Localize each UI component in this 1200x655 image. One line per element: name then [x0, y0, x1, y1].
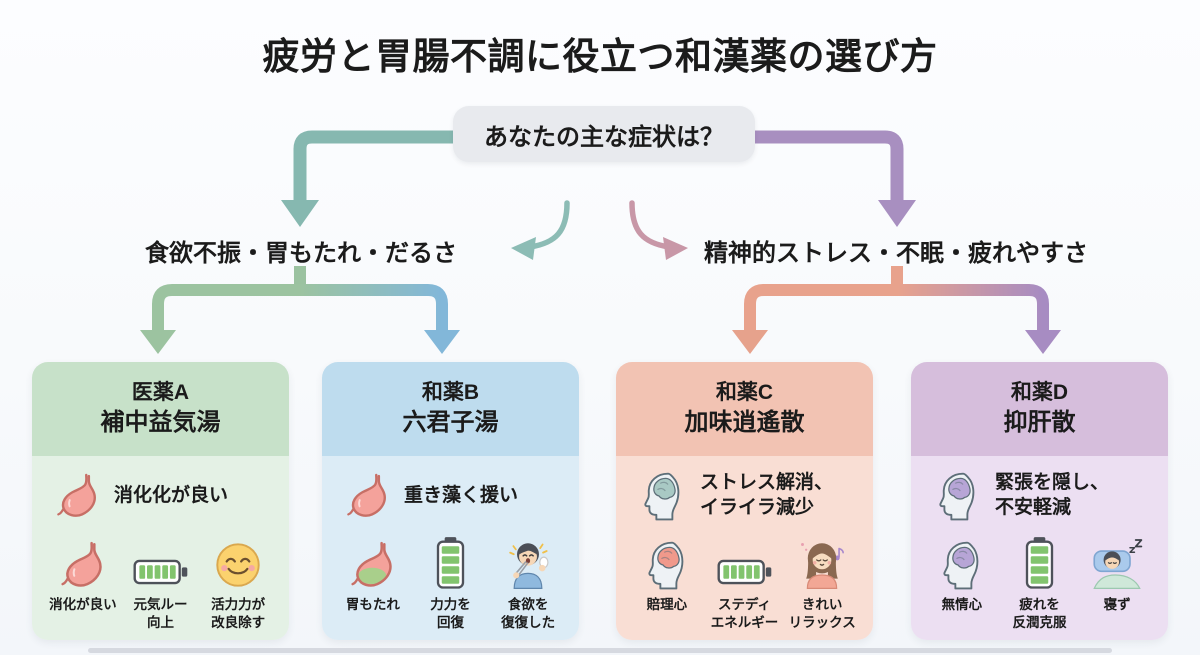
stomach-full-icon	[348, 534, 398, 590]
benefit-item: 疲れを 反潤克服	[1001, 534, 1079, 631]
sleeping-person-icon	[1091, 534, 1143, 590]
benefit-label: 胃もたれ	[345, 597, 400, 612]
brain-head-icon	[937, 534, 987, 590]
card-code: 医薬A	[131, 380, 190, 404]
benefit-label: 元気ルー 向上	[133, 597, 188, 630]
curved-arrow-left-icon	[511, 200, 570, 260]
benefit-item: 活力力が 改良除す	[199, 534, 277, 631]
battery-vertical-icon	[432, 534, 469, 590]
smiley-face-icon	[213, 534, 263, 590]
split-left-branch	[140, 266, 460, 354]
card-code: 和薬D	[1010, 380, 1069, 404]
card-rikkunshito: 和薬B 六君子湯 重き藻く援い 胃もたれ 力力を 回復 食欲を 復復した	[322, 362, 579, 640]
benefit-items: 消化が良い 元気ルー 向上 活力力が 改良除す	[42, 528, 279, 631]
card-header: 和薬B 六君子湯	[322, 362, 579, 456]
card-header: 和薬D 抑肝散	[911, 362, 1168, 456]
root-question-box: あなたの主な症状は？	[453, 106, 755, 162]
card-body: 緊張を隠し、 不安軽減 無情心 疲れを 反潤克服 寝ず	[911, 456, 1168, 640]
card-medicine-name: 加味逍遙散	[684, 408, 805, 436]
stomach-icon	[54, 472, 102, 520]
benefit-item: 消化が良い	[44, 534, 122, 631]
arrow-root-to-right-branch	[754, 130, 916, 227]
card-code: 和薬C	[715, 380, 774, 404]
card-yokukansan: 和薬D 抑肝散 緊張を隠し、 不安軽減 無情心 疲れを 反潤克服 寝ず	[911, 362, 1168, 640]
card-feature: 消化化が良い	[42, 464, 279, 528]
feature-text: 消化化が良い	[114, 484, 229, 506]
feature-text: 重き藻く援い	[404, 484, 519, 506]
battery-vertical-icon	[1021, 534, 1058, 590]
benefit-item: 胃もたれ	[334, 534, 412, 631]
benefit-item: ステディ エネルギー	[706, 534, 784, 631]
benefit-items: 賠理心 ステディ エネルギー きれい リラックス	[626, 528, 863, 631]
card-body: 重き藻く援い 胃もたれ 力力を 回復 食欲を 復復した	[322, 456, 579, 640]
card-kamishoyosan: 和薬C 加味逍遙散 ストレス解消、 イライラ減少 賠理心 ステディ エネルギー	[616, 362, 873, 640]
branch-label-mental: 精神的ストレス・不眠・疲れやすさ	[704, 240, 1088, 267]
benefit-item: きれい リラックス	[783, 534, 861, 631]
card-header: 和薬C 加味逍遙散	[616, 362, 873, 456]
relaxed-woman-icon	[796, 534, 848, 590]
card-medicine-name: 六君子湯	[402, 408, 499, 436]
benefit-item: 食欲を 復復した	[489, 534, 567, 631]
benefit-label: 寝ず	[1103, 597, 1131, 612]
branch-label-digestive: 食欲不振・胃もたれ・だるさ	[145, 240, 457, 267]
card-header: 医薬A 補中益気湯	[32, 362, 289, 456]
card-medicine-name: 補中益気湯	[100, 408, 221, 436]
card-code: 和薬B	[421, 380, 480, 404]
feature-text: ストレス解消、 イライラ減少	[700, 472, 834, 518]
brain-head-icon	[933, 471, 983, 521]
benefit-items: 胃もたれ 力力を 回復 食欲を 復復した	[332, 528, 569, 631]
benefit-label: 食欲を 復復した	[501, 597, 556, 630]
page-title: 疲労と胃腸不調に役立つ和漢薬の選び方	[262, 36, 938, 77]
benefit-label: 賠理心	[646, 597, 688, 612]
bottom-edge-bar	[88, 648, 1112, 653]
benefit-item: 力力を 回復	[412, 534, 490, 631]
benefit-items: 無情心 疲れを 反潤克服 寝ず	[921, 528, 1158, 631]
card-body: 消化化が良い 消化が良い 元気ルー 向上 活力力が 改良除す	[32, 456, 289, 640]
card-body: ストレス解消、 イライラ減少 賠理心 ステディ エネルギー きれい リラックス	[616, 456, 873, 640]
battery-horizontal-icon	[717, 534, 773, 590]
benefit-item: 無情心	[923, 534, 1001, 631]
curved-arrow-right-icon	[629, 200, 688, 260]
benefit-item: 賠理心	[628, 534, 706, 631]
benefit-label: 疲れを 反潤克服	[1012, 597, 1067, 630]
brain-head-icon	[642, 534, 692, 590]
benefit-label: ステディ エネルギー	[710, 597, 779, 630]
card-hochuekkito: 医薬A 補中益気湯 消化化が良い 消化が良い 元気ルー 向上 活力力が 改良	[32, 362, 289, 640]
benefit-label: 無情心	[941, 597, 983, 612]
benefit-label: 消化が良い	[49, 597, 117, 612]
brain-head-icon	[638, 471, 688, 521]
card-feature: 緊張を隠し、 不安軽減	[921, 464, 1158, 528]
card-feature: ストレス解消、 イライラ減少	[626, 464, 863, 528]
benefit-label: きれい リラックス	[788, 597, 856, 630]
eating-person-icon	[502, 534, 554, 590]
card-medicine-name: 抑肝散	[1003, 408, 1076, 436]
split-right-branch	[732, 266, 1061, 354]
card-feature: 重き藻く援い	[332, 464, 569, 528]
benefit-label: 活力力が 改良除す	[211, 597, 266, 630]
benefit-label: 力力を 回復	[430, 597, 471, 630]
stomach-icon	[58, 534, 108, 590]
arrow-root-to-left-branch	[281, 130, 456, 227]
benefit-item: 元気ルー 向上	[122, 534, 200, 631]
feature-text: 緊張を隠し、 不安軽減	[995, 472, 1110, 518]
benefit-item: 寝ず	[1078, 534, 1156, 631]
battery-horizontal-icon	[133, 534, 189, 590]
stomach-icon	[344, 472, 392, 520]
